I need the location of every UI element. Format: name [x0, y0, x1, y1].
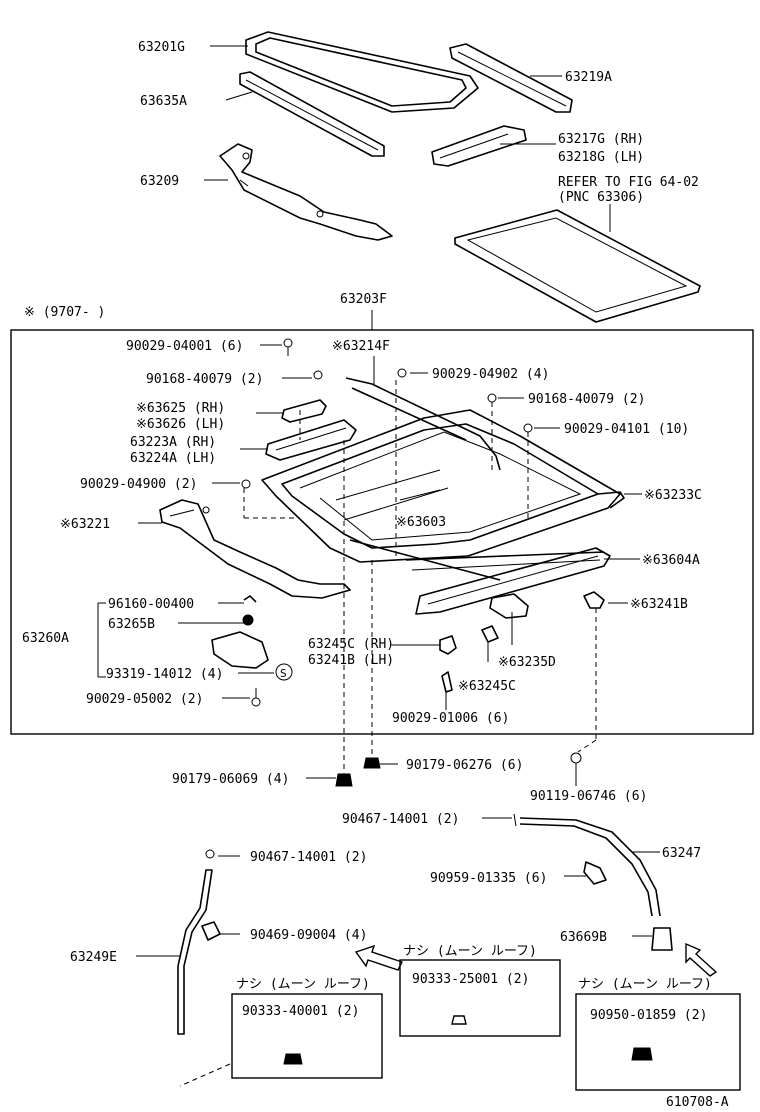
- bracket-63625: [281, 399, 327, 423]
- assembly-box-63203F: [10, 329, 754, 735]
- label-63241B-lh: 63241B (LH): [308, 653, 394, 668]
- weatherstrip-63635A: [239, 71, 385, 157]
- sunshade-63306: [454, 209, 701, 323]
- label-note-9707: ※ (9707- ): [24, 305, 105, 320]
- label-90168-40079-left: 90168-40079 (2): [146, 372, 263, 387]
- label-63245C-rh: 63245C (RH): [308, 637, 394, 652]
- label-93319-14012: 93319-14012 (4): [106, 667, 223, 682]
- s-mark-circle: [275, 663, 293, 681]
- label-90950-01859: 90950-01859 (2): [590, 1008, 707, 1023]
- label-63214F: ※63214F: [332, 339, 390, 354]
- label-63203F: 63203F: [340, 292, 387, 307]
- top-leaders: [204, 45, 611, 232]
- label-90029-04101: 90029-04101 (10): [564, 422, 689, 437]
- label-63626: ※63626 (LH): [136, 417, 225, 432]
- label-90168-40079-right: 90168-40079 (2): [528, 392, 645, 407]
- label-90029-01006: 90029-01006 (6): [392, 711, 509, 726]
- label-63201G: 63201G: [138, 40, 185, 55]
- deflector-63219A: [449, 43, 573, 113]
- label-90467-14001-left: 90467-14001 (2): [250, 850, 367, 865]
- label-63249E: 63249E: [70, 950, 117, 965]
- arrow-to-90950: [685, 942, 718, 977]
- label-90029-04902: 90029-04902 (4): [432, 367, 549, 382]
- bracket-63235D: [489, 593, 529, 619]
- link-63209: [219, 143, 393, 241]
- dashed-connectors: [179, 380, 597, 1087]
- grommet-63669B: [632, 927, 673, 951]
- label-63235D: ※63235D: [498, 655, 556, 670]
- label-63209: 63209: [140, 174, 179, 189]
- main-leaders: [97, 344, 642, 710]
- rail-63604A: [415, 547, 611, 615]
- label-90119-06746: 90119-06746 (6): [530, 789, 647, 804]
- bottom-fasteners: [306, 752, 582, 787]
- drain-hose-63247: [482, 813, 661, 917]
- label-nashi-center: ナシ (ムーン ルーフ): [403, 944, 537, 959]
- label-63218G: 63218G (LH): [558, 150, 644, 165]
- label-63224A: 63224A (LH): [130, 451, 216, 466]
- glass-weatherstrip-63201G: [245, 31, 479, 113]
- label-63219A: 63219A: [565, 70, 612, 85]
- arrow-to-90333-25001: [354, 944, 403, 971]
- label-63669B: 63669B: [560, 930, 607, 945]
- label-63221: ※63221: [60, 517, 110, 532]
- housing-frame: [261, 377, 621, 581]
- label-63635A: 63635A: [140, 94, 187, 109]
- label-63265B: 63265B: [108, 617, 155, 632]
- label-90333-40001: 90333-40001 (2): [242, 1004, 359, 1019]
- plug-90333-25001: [451, 1015, 467, 1025]
- label-nashi-left: ナシ (ムーン ルーフ): [236, 977, 370, 992]
- label-63233C: ※63233C: [644, 488, 702, 503]
- label-63245C-bottom: ※63245C: [458, 679, 516, 694]
- label-63625: ※63625 (RH): [136, 401, 225, 416]
- label-nashi-right: ナシ (ムーン ルーフ): [578, 977, 712, 992]
- plug-90950-01859: [631, 1047, 653, 1061]
- label-90469-09004: 90469-09004 (4): [250, 928, 367, 943]
- label-63603: ※63603: [396, 515, 446, 530]
- label-63241B-right: ※63241B: [630, 597, 688, 612]
- label-s-mark: S: [280, 667, 287, 680]
- label-63217G: 63217G (RH): [558, 132, 644, 147]
- clip-63241B: [583, 591, 605, 609]
- figure-code: 610708-A: [666, 1095, 729, 1110]
- label-refer-fig: REFER TO FIG 64-02: [558, 175, 699, 190]
- label-90959-01335: 90959-01335 (6): [430, 871, 547, 886]
- label-96160-00400: 96160-00400: [108, 597, 194, 612]
- label-90333-25001: 90333-25001 (2): [412, 972, 529, 987]
- label-90179-06276: 90179-06276 (6): [406, 758, 523, 773]
- label-90029-04900: 90029-04900 (2): [80, 477, 197, 492]
- box-90950-01859: [575, 993, 741, 1091]
- cable-63221: [159, 499, 351, 599]
- box-90333-40001: [231, 993, 383, 1079]
- clip-63245C: [439, 625, 499, 693]
- label-90467-14001-right: 90467-14001 (2): [342, 812, 459, 827]
- drain-hose-63249E: [136, 849, 240, 1035]
- bracket-63223A: [265, 419, 357, 461]
- label-63223A: 63223A (RH): [130, 435, 216, 450]
- label-refer-pnc: (PNC 63306): [558, 190, 644, 205]
- clamp-90959: [564, 861, 607, 885]
- clip-90469: [201, 921, 240, 941]
- bolts-main: [241, 338, 533, 707]
- box-90333-25001: [399, 959, 561, 1037]
- label-63604A: ※63604A: [642, 553, 700, 568]
- label-63260A: 63260A: [22, 631, 69, 646]
- label-90029-05002: 90029-05002 (2): [86, 692, 203, 707]
- motor-63260A: [211, 595, 269, 669]
- drain-63233C: [597, 491, 625, 509]
- label-90179-06069: 90179-06069 (4): [172, 772, 289, 787]
- plug-90333-40001: [283, 1053, 303, 1065]
- label-63247: 63247: [662, 846, 701, 861]
- label-90029-04001: 90029-04001 (6): [126, 339, 243, 354]
- rail-63217G-63218G: [431, 125, 527, 167]
